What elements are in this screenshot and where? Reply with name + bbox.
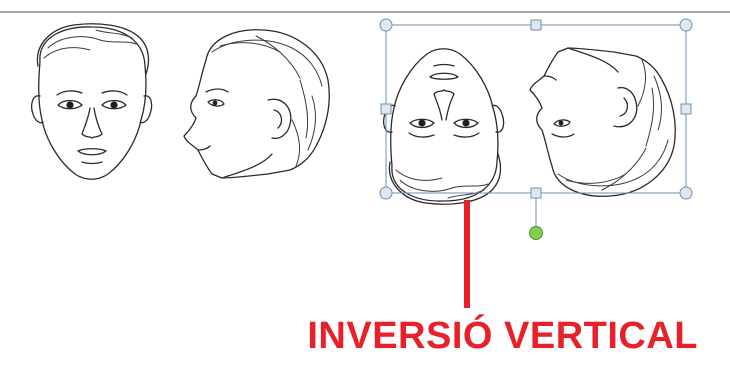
resize-handle-bottom[interactable] bbox=[530, 187, 542, 199]
resize-handle-top-left[interactable] bbox=[379, 18, 393, 32]
caption-text: INVERSIÓ VERTICAL bbox=[307, 315, 698, 357]
document-top-rule bbox=[0, 11, 730, 13]
profile-face-icon[interactable] bbox=[183, 29, 330, 179]
resize-handle-top[interactable] bbox=[530, 19, 542, 31]
front-face-icon[interactable] bbox=[31, 23, 153, 180]
flipped-front-face-icon bbox=[383, 48, 505, 205]
resize-handle-bottom-right[interactable] bbox=[679, 186, 693, 200]
flipped-profile-face-icon bbox=[529, 47, 676, 197]
flipped-faces[interactable] bbox=[383, 47, 676, 205]
resize-handle-right[interactable] bbox=[680, 103, 692, 115]
pointer-line bbox=[464, 200, 470, 308]
resize-handle-bottom-left[interactable] bbox=[379, 186, 393, 200]
resize-handle-left[interactable] bbox=[380, 103, 392, 115]
resize-handle-top-right[interactable] bbox=[679, 18, 693, 32]
rotate-handle-icon[interactable] bbox=[529, 226, 543, 240]
